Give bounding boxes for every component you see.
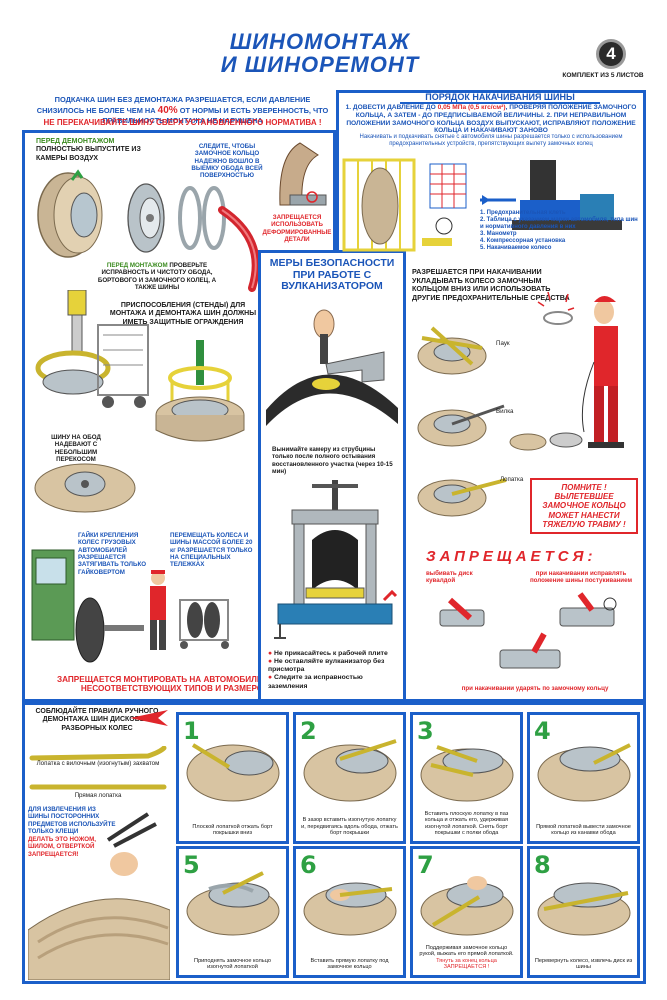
remember-warning: ПОМНИТЕ ! ВЫЛЕТЕВШЕЕ ЗАМОЧНОЕ КОЛЬЦО МОЖ… xyxy=(530,478,638,534)
forbidden-tapping: при накачивании исправлять положение шин… xyxy=(529,570,633,585)
kit-label: КОМПЛЕКТ ИЗ 5 ЛИСТОВ xyxy=(562,72,644,79)
step-8-illustration xyxy=(537,882,631,936)
intro-percent: 40% xyxy=(157,104,178,116)
legend-item-1: 1. Предохранительная клеть xyxy=(480,210,566,216)
tool-label-spatula: Лопатка xyxy=(500,476,524,483)
legend-item-4: 4. Компрессорная установка xyxy=(480,238,566,245)
intro-text: ПОДКАЧКА ШИН БЕЗ ДЕМОНТАЖА РАЗРЕШАЕТСЯ, … xyxy=(36,95,329,125)
step-number: 1 xyxy=(183,717,200,745)
pliers-tire-illustration xyxy=(28,812,170,980)
dismount-step-1: 1 Плоской лопаткой отжать борт покрышки … xyxy=(176,712,289,844)
step-number: 8 xyxy=(534,851,551,879)
step-number: 3 xyxy=(417,717,434,745)
sheet-number-badge: 4 xyxy=(596,39,626,69)
dismount-step-6: 6 Вставить прямую лопатку под замочное к… xyxy=(293,846,406,978)
truck-wheel-service-illustration xyxy=(31,549,229,663)
forbidden-actions-illustration xyxy=(439,592,617,669)
title-line-1: ШИНОМОНТАЖ xyxy=(229,29,411,54)
before-mount-note: ПЕРЕД МОНТАЖОМ ПРОВЕРЬТЕ ИСПРАВНОСТЬ И Ч… xyxy=(97,262,217,291)
nuts-wrench-note: ГАЙКИ КРЕПЛЕНИЯ КОЛЕС ГРУЗОВЫХ АВТОМОБИЛ… xyxy=(78,532,147,576)
foreign-objects-note: ДЛЯ ИЗВЛЕЧЕНИЯ ИЗ ШИНЫ ПОСТОРОННИХ ПРЕДМ… xyxy=(28,806,116,835)
dismount-step-3: 3 Вставить плоскую лопатку в паз кольца … xyxy=(410,712,523,844)
step-4-illustration xyxy=(537,743,631,802)
step-2-illustration xyxy=(303,739,397,802)
step-6-illustration xyxy=(303,882,397,936)
step-3-illustration xyxy=(420,745,514,802)
cage-note: Накачивать и подкачивать снятые с автомо… xyxy=(359,134,623,148)
dismount-step-8: 8 Перевернуть колесо, извлечь диск из ши… xyxy=(527,846,640,978)
safety-tools-illustration xyxy=(417,326,507,517)
inflation-title: ПОРЯДОК НАКАЧИВАНИЯ ШИНЫ xyxy=(400,92,600,104)
step-caption: Поддерживая замочное кольцо рукой, выжат… xyxy=(419,944,514,971)
legend-item-3: 3. Манометр xyxy=(480,231,517,238)
step-number: 7 xyxy=(417,851,434,879)
ring-seat-note: СЛЕДИТЕ, ЧТОБЫ ЗАМОЧНОЕ КОЛЬЦО НАДЕЖНО В… xyxy=(191,143,263,180)
lay-down-note: РАЗРЕШАЕТСЯ ПРИ НАКАЧИВАНИИ УКЛАДЫВАТЬ К… xyxy=(412,267,570,302)
deformed-ring-icon xyxy=(218,206,260,292)
deformed-parts-forbidden: ЗАПРЕЩАЕТСЯ ИСПОЛЬЗОВАТЬ ДЕФОРМИРОВАННЫЕ… xyxy=(262,214,332,243)
step-1-illustration xyxy=(186,743,280,802)
title-line-2: И ШИНОРЕМОНТ xyxy=(220,52,420,78)
vulcanizer-rule-2: ● Не оставляйте вулканизатор без присмот… xyxy=(268,658,385,674)
step-caption: Приподнять замочное кольцо изогнутой лоп… xyxy=(194,957,271,971)
tilt-mount-note: ШИНУ НА ОБОД НАДЕВАЮТ С НЕБОЛЬШИМ ПЕРЕКО… xyxy=(51,434,101,463)
legend-item-5: 5. Накачиваемое колесо xyxy=(480,245,552,252)
step-number: 2 xyxy=(300,717,317,745)
red-flag-icon xyxy=(130,710,168,726)
intro-warning: НЕ ПЕРЕКАЧИВАЙТЕ ШИНУ СВЕРХ УСТАНОВЛЕННО… xyxy=(43,118,322,127)
stands-note: ПРИСПОСОБЛЕНИЯ (СТЕНДЫ) ДЛЯ МОНТАЖА И ДЕ… xyxy=(109,302,257,326)
page-title: ШИНОМОНТАЖ И ШИНОРЕМОНТ xyxy=(200,30,440,76)
forbidden-title: ЗАПРЕЩАЕТСЯ: xyxy=(426,548,597,565)
ring-profile-detail-icon xyxy=(279,142,327,206)
vulcanizer-rule-1: ● Не прикасайтесь к рабочей плите xyxy=(268,650,388,657)
step-number: 6 xyxy=(300,851,317,879)
step-caption: Прямой лопаткой вывести замочное кольцо … xyxy=(536,823,631,837)
step-5-illustration xyxy=(186,871,280,936)
forbidden-ring-hit: при накачивании ударять по замочному кол… xyxy=(461,685,609,692)
tool-label-fork: Вилка xyxy=(496,408,514,415)
fork-spatula-tool-icon xyxy=(29,746,167,761)
inflation-cage-illustration xyxy=(342,158,622,252)
legend-item-2: 2. Таблица с указанием марки автомобиля,… xyxy=(480,217,638,231)
manual-dismount-frame xyxy=(22,702,646,984)
worker-inflating-illustration xyxy=(509,291,624,451)
inflation-legend: 1. Предохранительная клеть 2. Таблица с … xyxy=(480,210,640,252)
step-7-illustration xyxy=(420,876,514,936)
step-caption: Вставить прямую лопатку под замочное кол… xyxy=(310,957,389,971)
vulcanizer-rule-3: ● Следите за исправностью заземления xyxy=(268,674,363,690)
knife-forbidden: ДЕЛАТЬ ЭТО НОЖОМ, ШИЛОМ, ОТВЕРТКОЙ ЗАПРЕ… xyxy=(28,836,96,858)
step-caption: В зазор вставить изогнутую лопатку и, пе… xyxy=(301,817,398,837)
step-7-warning: Тянуть за конец кольца ЗАПРЕЩАЕТСЯ ! xyxy=(436,957,497,971)
mismatch-forbidden: ЗАПРЕЩАЕТСЯ МОНТИРОВАТЬ НА АВТОМОБИЛЬ ШИ… xyxy=(56,675,294,694)
dismount-step-2: 2 В зазор вставить изогнутую лопатку и, … xyxy=(293,712,406,844)
tilted-tire-illustration xyxy=(34,463,136,513)
straight-spatula-tool-icon xyxy=(29,784,167,790)
carts-note: ПЕРЕМЕЩАТЬ КОЛЕСА И ШИНЫ МАССОЙ БОЛЕЕ 20… xyxy=(170,532,253,569)
vulcanizer-rules: ● Не прикасайтесь к рабочей плите ● Не о… xyxy=(268,650,400,691)
manual-dismount-title: СОБЛЮДАЙТЕ ПРАВИЛА РУЧНОГО ДЕМОНТАЖА ШИН… xyxy=(35,708,159,732)
before-dismount-note: ПЕРЕД ДЕМОНТАЖОМ ПОЛНОСТЬЮ ВЫПУСТИТЕ ИЗ … xyxy=(36,138,141,162)
dismount-step-4: 4 Прямой лопаткой вывести замочное кольц… xyxy=(527,712,640,844)
pressure-value: 0,05 МПа (0,5 кгс/см²) xyxy=(437,104,506,111)
step-number: 4 xyxy=(534,717,551,745)
dismount-step-7: 7 Поддерживая замочное кольцо рукой, выж… xyxy=(410,846,523,978)
step-number: 5 xyxy=(183,851,200,879)
vulcanizer-press-illustration xyxy=(274,480,398,639)
forbidden-hammer: выбивать диск кувалдой xyxy=(426,570,473,585)
step-caption: Вставить плоскую лопатку в паз кольца и … xyxy=(424,810,509,837)
tool-fork-label: Лопатка с вилочным (изогнутым) захватом xyxy=(36,760,160,767)
inflation-steps: 1. ДОВЕСТИ ДАВЛЕНИЕ ДО 0,05 МПа (0,5 кгс… xyxy=(345,104,637,135)
clamp-cooling-note: Вынимайте камеру из струбцины только пос… xyxy=(272,446,393,475)
tire-stand-illustration xyxy=(35,290,149,408)
step-caption: Плоской лопаткой отжать борт покрышки вн… xyxy=(192,823,273,837)
step-caption: Перевернуть колесо, извлечь диск из шины xyxy=(534,957,633,971)
vulcanizer-clamp-illustration xyxy=(266,309,398,426)
wheel-disassembly-illustration xyxy=(37,169,226,258)
dismount-step-5: 5 Приподнять замочное кольцо изогнутой л… xyxy=(176,846,289,978)
tool-label-spider: Паук xyxy=(496,340,510,347)
vulcanizer-title: МЕРЫ БЕЗОПАСНОСТИ ПРИ РАБОТЕ С ВУЛКАНИЗА… xyxy=(269,257,395,293)
spider-tool-tire-illustration xyxy=(155,340,245,442)
tool-straight-label: Прямая лопатка xyxy=(74,792,122,799)
